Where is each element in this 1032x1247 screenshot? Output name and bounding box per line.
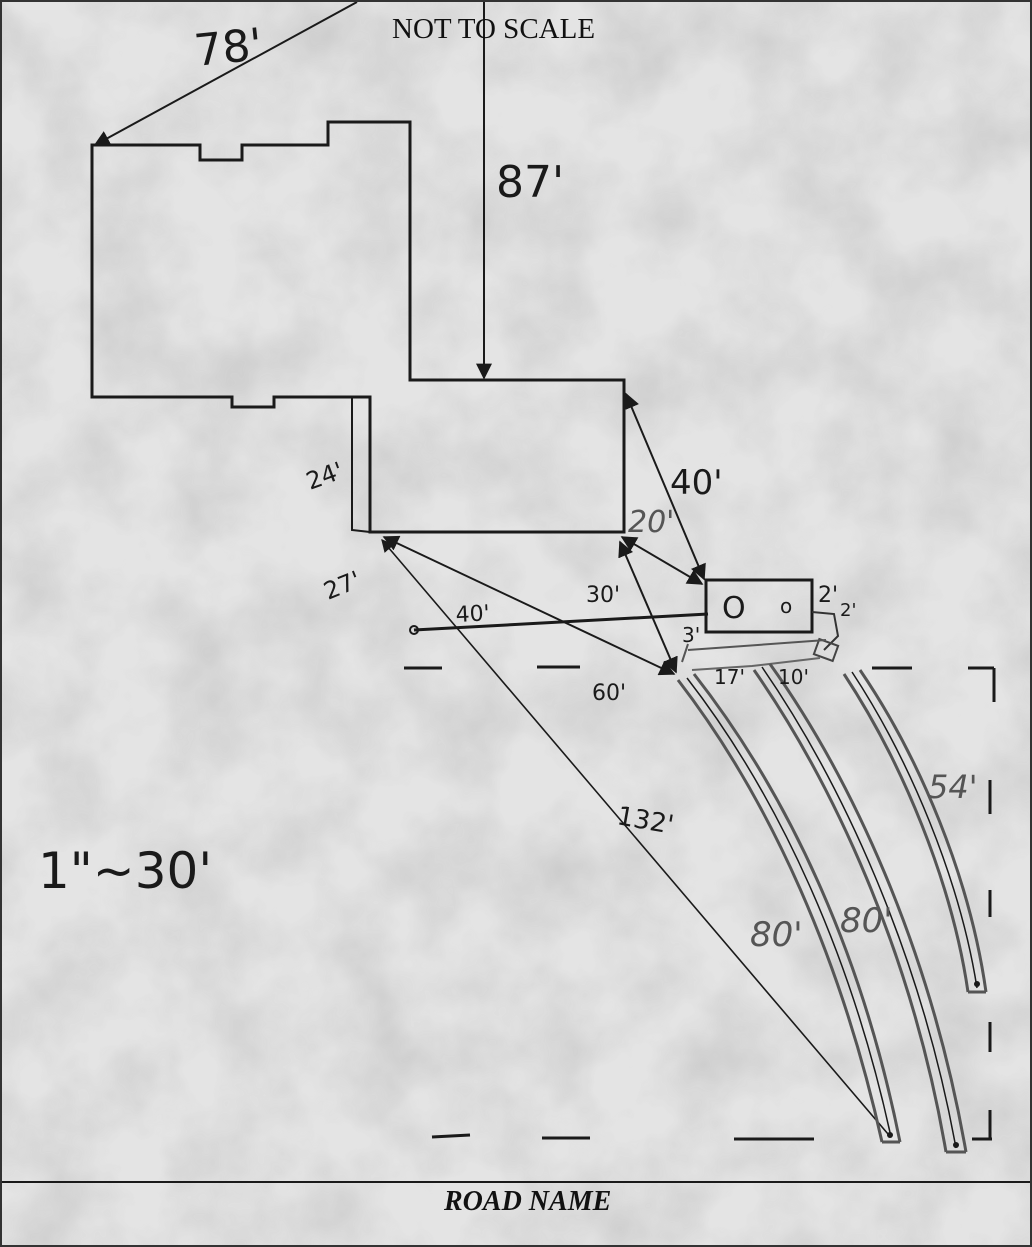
trench-end-2 (953, 1142, 959, 1148)
tank-symbol-right: o (780, 594, 792, 618)
garage-side-line (351, 397, 371, 533)
well-marker (409, 625, 419, 635)
trench-end-1 (887, 1132, 893, 1138)
tank-symbol-left: O (722, 591, 746, 626)
scale-label: 1"~30' (38, 842, 212, 900)
dimension-label-2b: 2' (840, 600, 856, 621)
not-to-scale-note: NOT TO SCALE (392, 13, 595, 45)
septic-tank (704, 578, 814, 634)
dimension-line-78 (93, 2, 358, 146)
dimension-label-54: 54' (928, 768, 978, 806)
leach-trench-1 (676, 673, 902, 1144)
dimension-label-2a: 2' (818, 583, 838, 608)
dimension-line-132 (381, 539, 889, 1135)
dimension-label-20: 20' (628, 505, 674, 540)
road-name-label: ROAD NAME (443, 1186, 611, 1217)
dimension-label-17: 17' (714, 665, 745, 689)
dimension-label-24: 24' (302, 457, 346, 496)
leach-trench-3 (842, 669, 988, 994)
header-pipe (681, 639, 827, 663)
dimension-label-40-garage: 40' (670, 463, 723, 503)
dimension-label-40-well: 40' (455, 601, 490, 628)
dimension-label-87: 87' (496, 157, 564, 208)
header-pipe-lower (691, 657, 821, 671)
dimension-label-80-b: 80' (840, 901, 893, 941)
dimension-label-27: 27' (320, 566, 365, 606)
dimension-label-3: 3' (682, 623, 700, 647)
property-boundary (404, 665, 996, 1141)
dimension-label-132: 132' (615, 801, 676, 840)
trench-end-3 (974, 981, 980, 987)
water-line-40 (413, 612, 709, 632)
dimension-label-30: 30' (586, 583, 620, 608)
leach-trench-2 (752, 663, 968, 1154)
dimension-label-60: 60' (592, 681, 626, 706)
dimension-label-80-a: 80' (750, 915, 803, 955)
dimension-line-60 (382, 535, 676, 676)
dimension-label-78: 78' (192, 19, 265, 77)
dimension-label-10: 10' (778, 665, 809, 689)
house-outline (90, 120, 626, 534)
distribution-box (812, 637, 840, 663)
